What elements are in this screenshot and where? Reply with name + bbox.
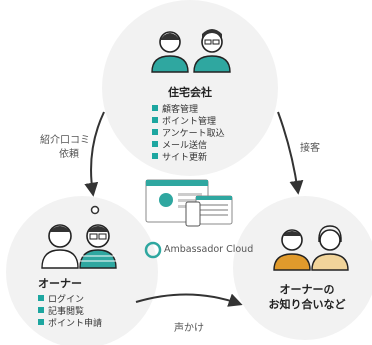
- node-dot: [90, 205, 100, 215]
- app-screens-illustration: [145, 179, 233, 227]
- bullet-square-icon: [152, 153, 158, 159]
- owner-circle: [6, 196, 158, 345]
- service-label: 接客: [300, 143, 320, 154]
- company-feature-item: 顧客管理: [152, 102, 225, 115]
- bullet-square-icon: [38, 295, 44, 301]
- company-feature-item: アンケート取込: [152, 126, 225, 139]
- company-feature-list: 顧客管理 ポイント管理 アンケート取込 メール送信 サイト更新: [152, 102, 225, 163]
- company-feature-item: サイト更新: [152, 150, 225, 163]
- referral-arrow: [84, 111, 105, 197]
- referral-label: 紹介口コミ 依頼: [40, 135, 90, 160]
- owner-feature-item: ポイント申請: [38, 316, 102, 329]
- ambassador-cloud-logo-icon: [144, 241, 162, 259]
- bullet-square-icon: [38, 319, 44, 325]
- owner-feature-list: ログイン 記事閲覧 ポイント申請: [38, 292, 102, 329]
- bullet-square-icon: [152, 105, 158, 111]
- bullet-square-icon: [152, 117, 158, 123]
- owner-feature-item: ログイン: [38, 292, 102, 305]
- owner-title: オーナー: [38, 277, 82, 290]
- acquaintance-title: オーナーの お知り合いなど: [268, 283, 346, 311]
- acquaintance-couple-icon: [273, 225, 349, 271]
- callout-arrow: [135, 293, 243, 307]
- ambassador-cloud-logo-text: Ambassador Cloud: [164, 244, 254, 255]
- company-feature-item: ポイント管理: [152, 114, 225, 127]
- callout-label: 声かけ: [174, 323, 204, 334]
- bullet-square-icon: [38, 307, 44, 313]
- owner-feature-item: 記事閲覧: [38, 304, 102, 317]
- owner-couple-icon: [41, 224, 117, 269]
- bullet-square-icon: [152, 129, 158, 135]
- company-title: 住宅会社: [168, 86, 212, 99]
- service-arrow: [277, 111, 304, 195]
- company-circle: [102, 0, 278, 176]
- bullet-square-icon: [152, 141, 158, 147]
- company-staff-icon: [151, 29, 231, 73]
- company-feature-item: メール送信: [152, 138, 225, 151]
